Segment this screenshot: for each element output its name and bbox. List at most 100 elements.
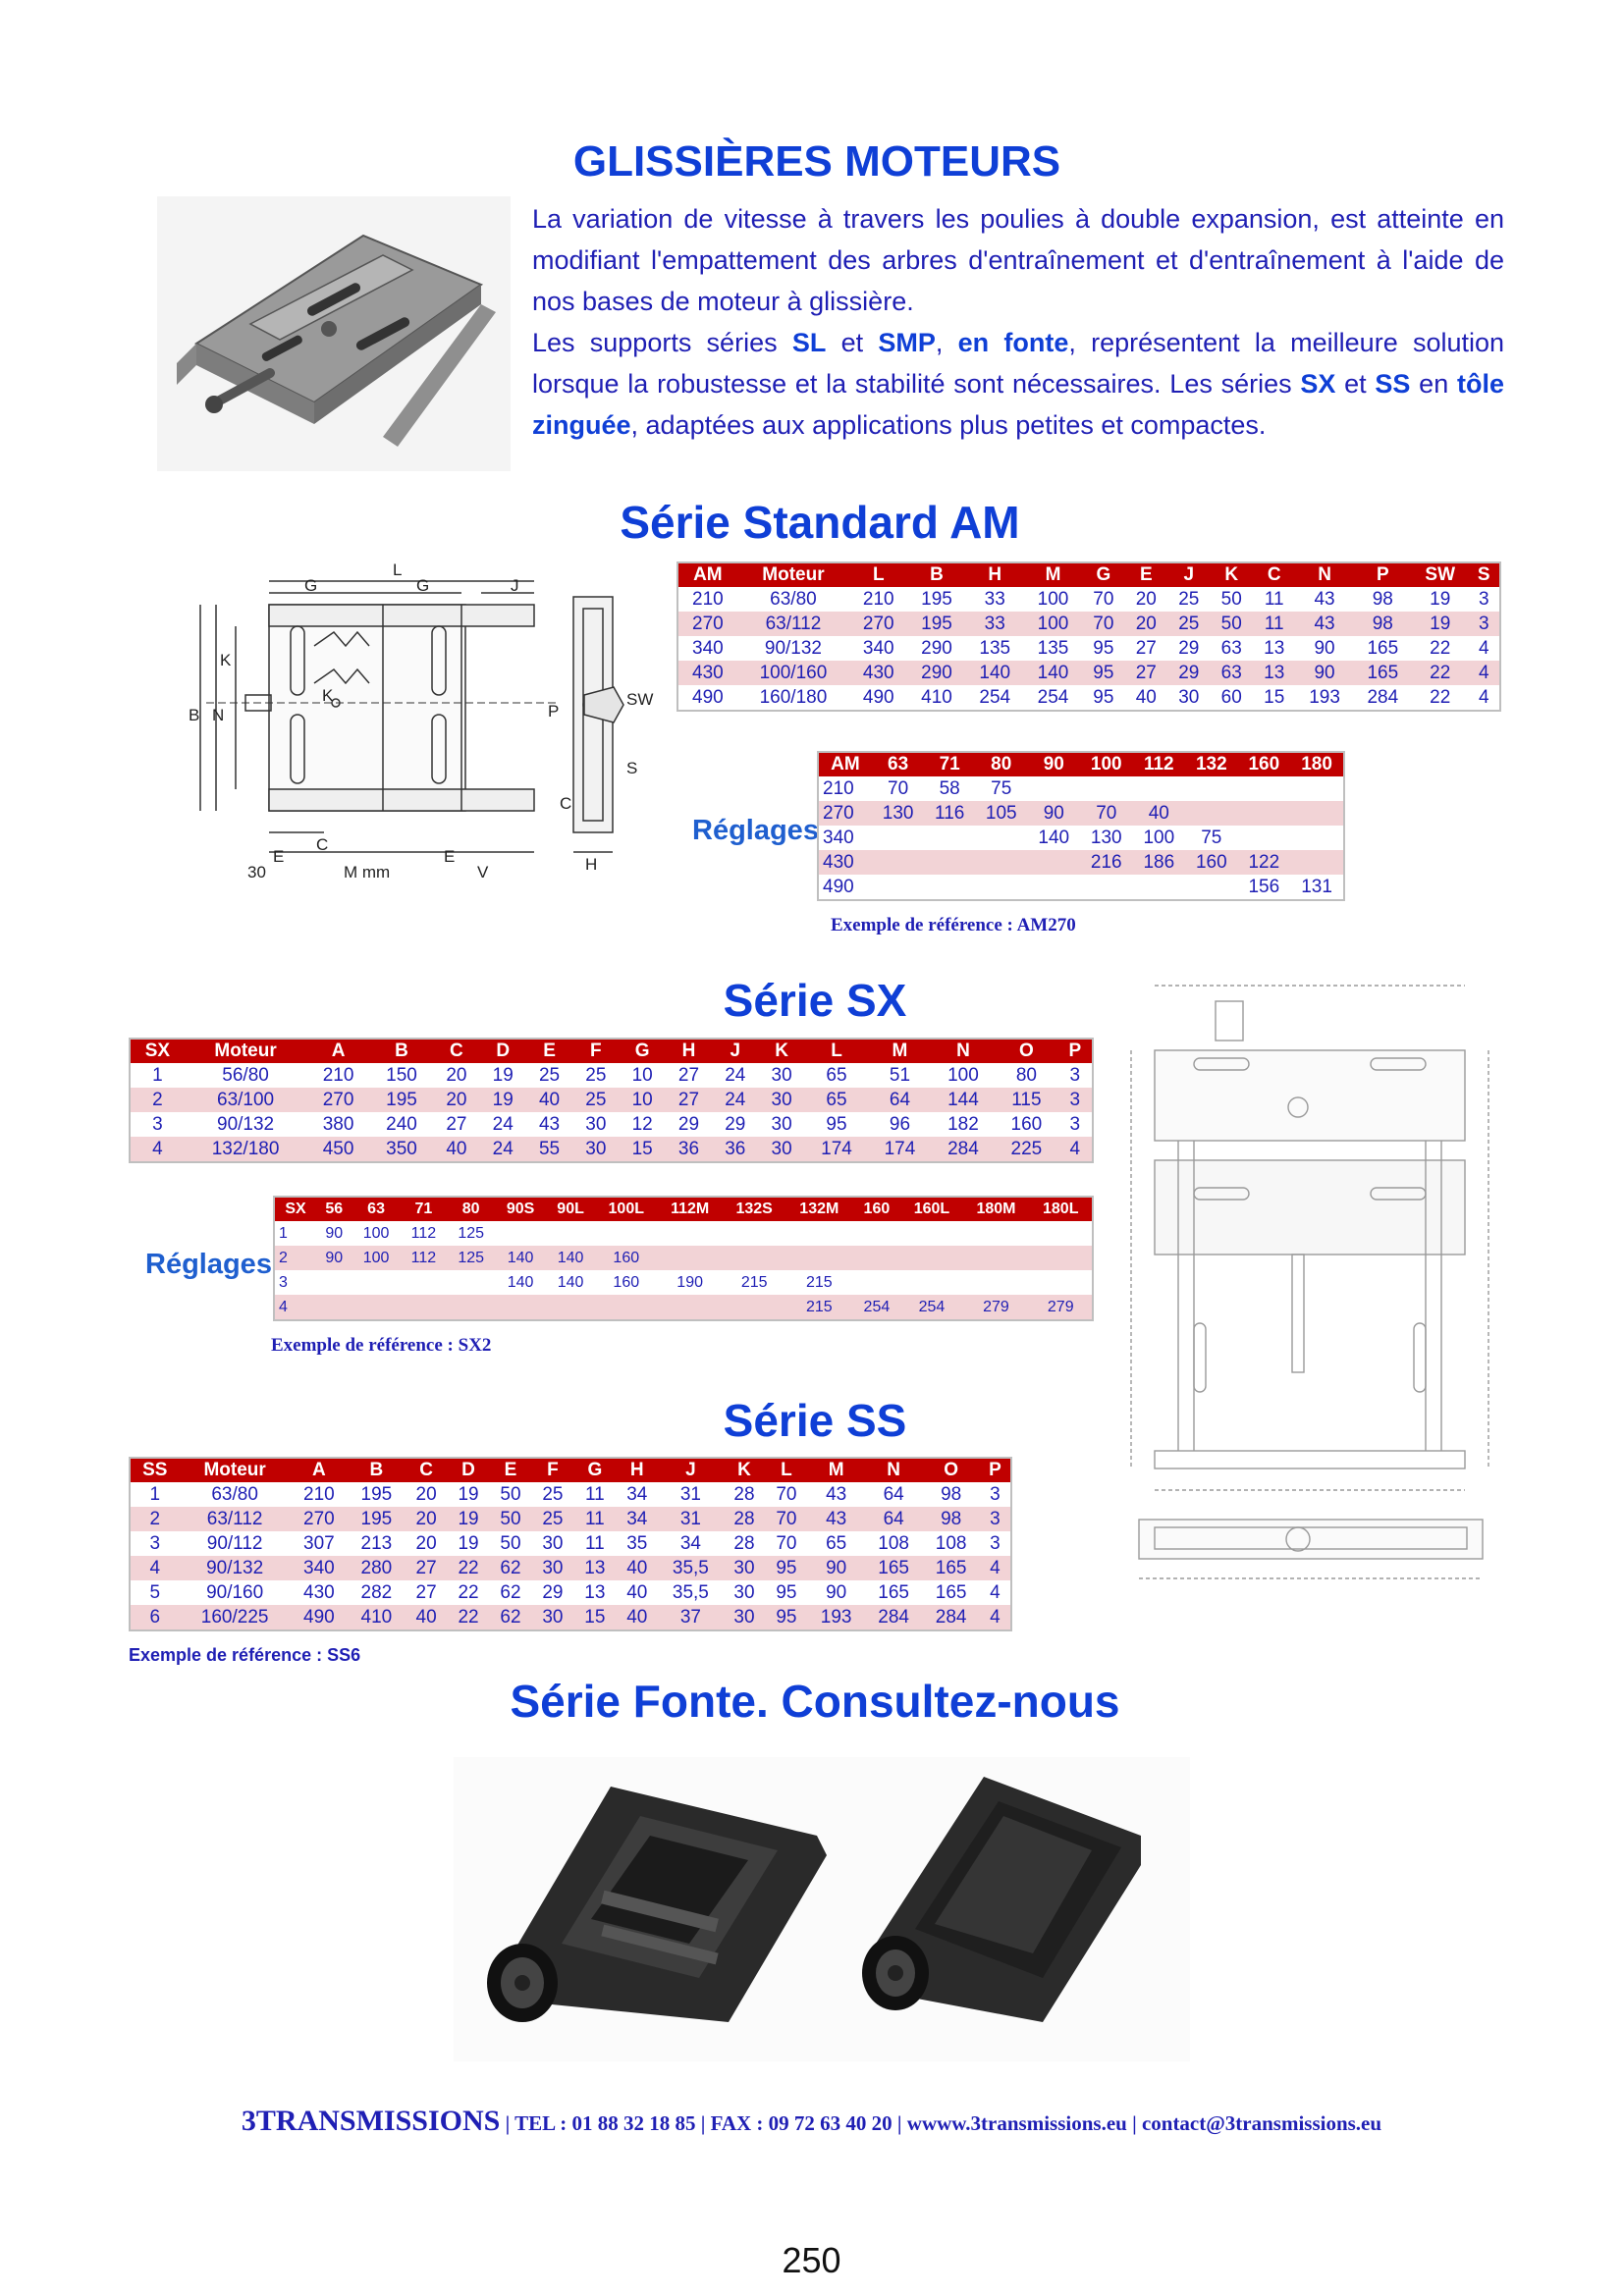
am-cell: 27 xyxy=(1124,636,1168,661)
ss-cell: 65 xyxy=(807,1531,865,1556)
ss-header-cell: O xyxy=(922,1458,980,1482)
sx-header-cell: M xyxy=(868,1039,932,1063)
sx-reglages-cell xyxy=(400,1270,448,1295)
ss-cell: 30 xyxy=(531,1605,574,1630)
sx-header-cell: A xyxy=(306,1039,370,1063)
dim-label-s: S xyxy=(626,759,637,777)
sx-cell: 27 xyxy=(665,1063,713,1088)
am-reglages-header-cell: AM xyxy=(818,752,872,776)
am-header-cell: L xyxy=(849,562,908,587)
sx-cell: 40 xyxy=(433,1137,480,1162)
am-reglages-header-cell: 132 xyxy=(1185,752,1238,776)
ss-cell: 3 xyxy=(979,1507,1011,1531)
ss-cell: 6 xyxy=(130,1605,180,1630)
sx-reglages-cell: 90 xyxy=(315,1221,352,1246)
ss-cell: 34 xyxy=(658,1531,724,1556)
sx-reglages-cell: 190 xyxy=(657,1270,724,1295)
ss-cell: 30 xyxy=(723,1605,766,1630)
ss-cell: 284 xyxy=(922,1605,980,1630)
am-reglages-cell: 116 xyxy=(924,801,975,826)
am-cell: 22 xyxy=(1411,636,1469,661)
sx-cell: 64 xyxy=(868,1088,932,1112)
am-reglages-cell xyxy=(871,850,925,875)
am-cell: 4 xyxy=(1468,661,1500,685)
ss-cell: 213 xyxy=(348,1531,406,1556)
sx-cell: 56/80 xyxy=(184,1063,307,1088)
sx-reglages-cell: 90 xyxy=(315,1246,352,1270)
am-cell: 29 xyxy=(1167,661,1211,685)
am-reglages-cell: 70 xyxy=(1080,801,1133,826)
ss-cell: 4 xyxy=(979,1605,1011,1630)
sx-reglages-header-cell: 63 xyxy=(352,1197,401,1221)
ss-cell: 35,5 xyxy=(658,1556,724,1580)
sx-cell: 96 xyxy=(868,1112,932,1137)
ss-cell: 11 xyxy=(573,1482,617,1507)
am-reglages-header-cell: 90 xyxy=(1027,752,1081,776)
am-reglages-cell: 210 xyxy=(818,776,872,801)
ss-header-cell: P xyxy=(979,1458,1011,1482)
sx-reglages-cell: 140 xyxy=(495,1270,546,1295)
sx-reglages-cell xyxy=(962,1246,1030,1270)
am-cell: 140 xyxy=(965,661,1024,685)
ss-cell: 90/132 xyxy=(179,1556,291,1580)
sx-cell: 95 xyxy=(804,1112,869,1137)
am-reglages-cell xyxy=(1132,875,1186,900)
sx-reglages-cell xyxy=(315,1295,352,1320)
sx-reglages-cell xyxy=(1029,1246,1093,1270)
ss-cell: 90/112 xyxy=(179,1531,291,1556)
am-cell: 50 xyxy=(1210,612,1253,636)
ss-cell: 2 xyxy=(130,1507,180,1531)
am-reglages-cell: 131 xyxy=(1290,875,1344,900)
sx-header-cell: E xyxy=(525,1039,573,1063)
sx-cell: 3 xyxy=(1057,1088,1093,1112)
sx-header-cell: O xyxy=(995,1039,1058,1063)
am-cell: 195 xyxy=(907,587,966,612)
sx-reglages-cell xyxy=(723,1295,786,1320)
sx-header-cell: Moteur xyxy=(184,1039,307,1063)
sx-reglages-cell: 125 xyxy=(447,1221,496,1246)
sx-cell: 65 xyxy=(804,1063,869,1088)
sx-cell: 132/180 xyxy=(184,1137,307,1162)
ss-cell: 90/160 xyxy=(179,1580,291,1605)
ss-cell: 20 xyxy=(405,1507,448,1531)
ss-cell: 22 xyxy=(447,1556,490,1580)
am-cell: 195 xyxy=(907,612,966,636)
sx-reglages-cell xyxy=(1029,1270,1093,1295)
am-reglages-header-cell: 71 xyxy=(924,752,975,776)
am-cell: 4 xyxy=(1468,636,1500,661)
ss-header-cell: K xyxy=(723,1458,766,1482)
am-reglages-cell xyxy=(1237,801,1291,826)
sx-cell: 380 xyxy=(306,1112,370,1137)
sx-cell: 80 xyxy=(995,1063,1058,1088)
sx-cell: 55 xyxy=(525,1137,573,1162)
ss-cell: 34 xyxy=(616,1482,659,1507)
ss-cell: 193 xyxy=(807,1605,865,1630)
ss-cell: 30 xyxy=(531,1556,574,1580)
am-reglages-cell: 58 xyxy=(924,776,975,801)
am-reglages-cell: 216 xyxy=(1080,850,1133,875)
sx-cell: 90/132 xyxy=(184,1112,307,1137)
am-cell: 13 xyxy=(1252,636,1296,661)
sx-reglages-header-cell: 180M xyxy=(962,1197,1030,1221)
am-header-cell: E xyxy=(1124,562,1168,587)
ss-cell: 4 xyxy=(130,1556,180,1580)
sx-reglages-cell: 100 xyxy=(352,1246,401,1270)
am-reglages-cell xyxy=(1237,776,1291,801)
ss-cell: 98 xyxy=(922,1482,980,1507)
sx-cell: 25 xyxy=(525,1063,573,1088)
slide-base-photo xyxy=(157,196,511,471)
am-header-cell: P xyxy=(1353,562,1412,587)
sx-cell: 174 xyxy=(804,1137,869,1162)
am-header-cell: C xyxy=(1252,562,1296,587)
am-cell: 160/180 xyxy=(736,685,850,711)
am-reglages-cell: 100 xyxy=(1132,826,1186,850)
sx-cell: 27 xyxy=(433,1112,480,1137)
am-cell: 25 xyxy=(1167,587,1211,612)
am-cell: 193 xyxy=(1295,685,1354,711)
sx-cell: 174 xyxy=(868,1137,932,1162)
ss-cell: 98 xyxy=(922,1507,980,1531)
